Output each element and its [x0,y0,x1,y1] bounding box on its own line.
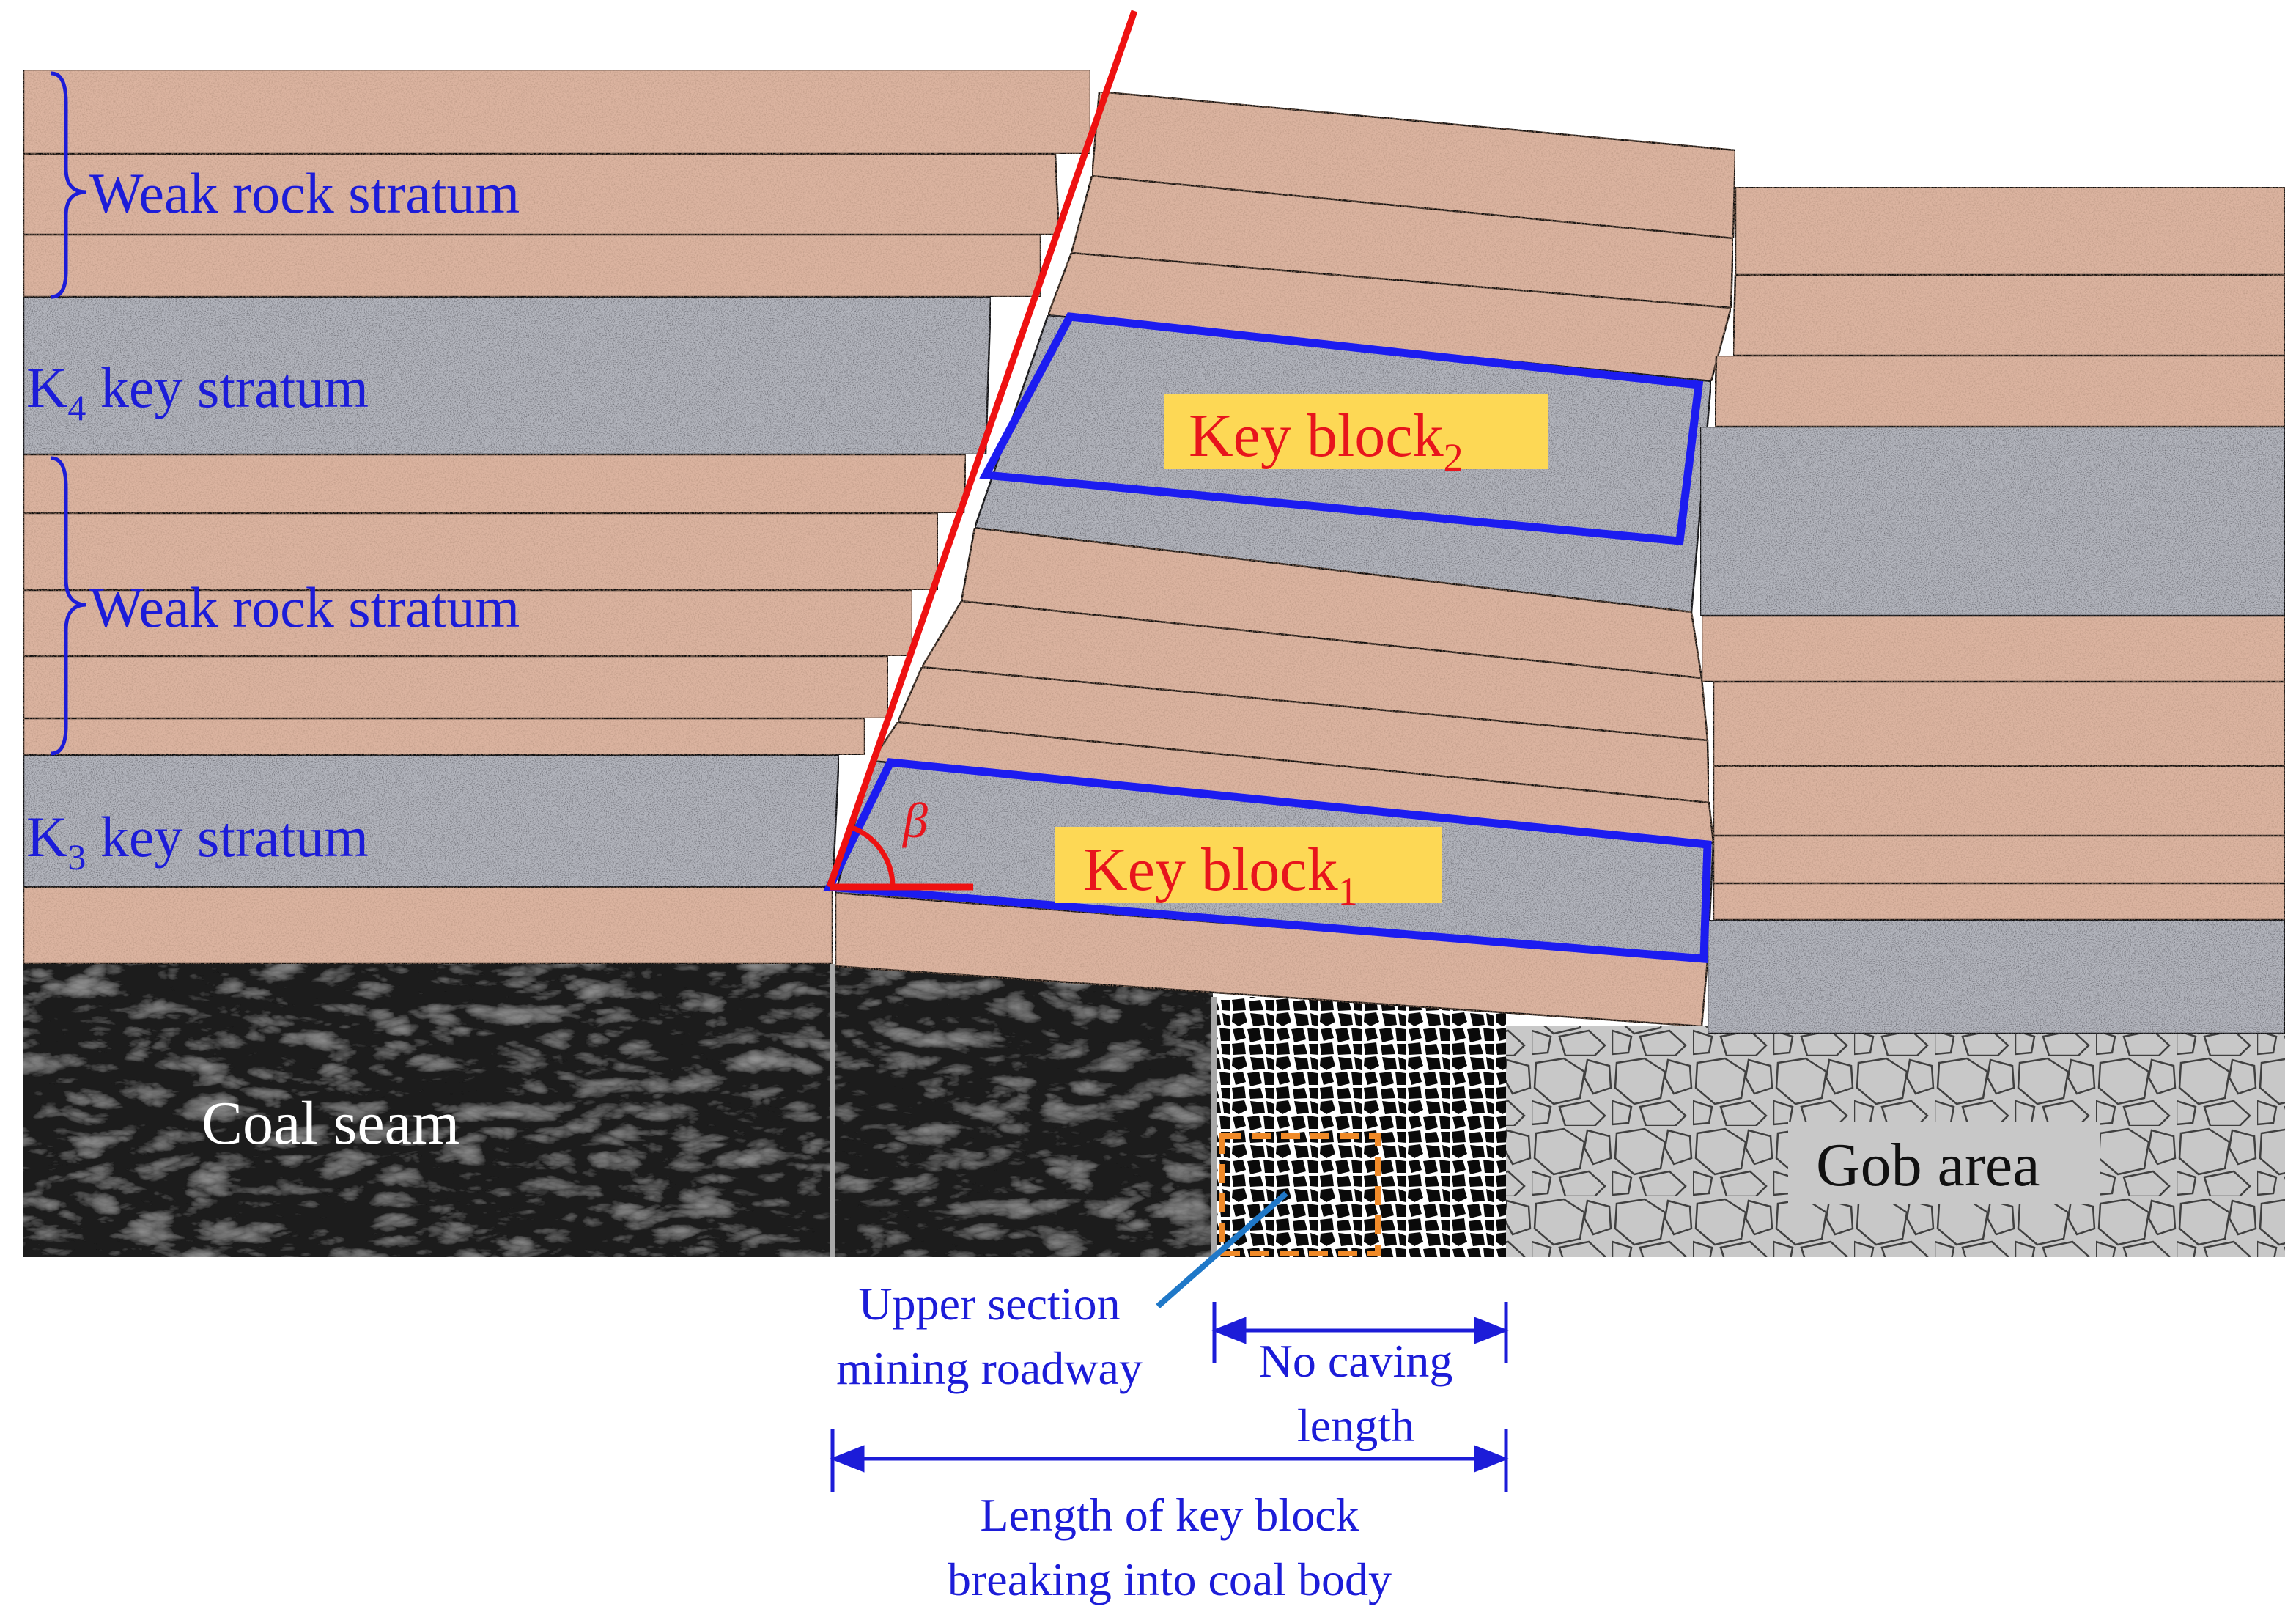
coal-seam-middle [835,964,1213,1257]
angle-arc [849,824,896,888]
roadway-label-line2: mining roadway [836,1342,1143,1394]
key-block-2-outline [979,312,1704,545]
right-k3-stratum [1706,918,2286,1035]
left-weak-layer-8 [22,717,866,756]
right-strata [1699,185,2286,1035]
fracture-line [826,10,1138,888]
roadway-pointer [1156,1190,1288,1309]
right-weak-layer-6 [1712,765,2286,837]
left-weak-layer-9 [22,886,834,965]
left-weak-layer-4 [22,453,967,515]
angle-beta-label: β [901,792,928,848]
left-weak-layer-5 [22,512,940,592]
coal-seam-label: Coal seam [202,1089,459,1157]
right-weak-layer-4 [1700,614,2286,683]
left-weak-layer-3 [22,233,1042,298]
no-caving-label-line1: No caving [1259,1335,1453,1387]
left-weak-layer-1 [22,68,1092,155]
no-caving-label-line2: length [1297,1399,1414,1451]
coal-seam-layer [23,964,2285,1257]
roadway-label-line1: Upper section [858,1278,1120,1330]
right-weak-layer-1 [1734,185,2286,276]
right-k4-stratum [1699,425,2286,617]
right-weak-layer-7 [1712,834,2286,885]
weak-rock-label-lower: Weak rock stratum [89,575,520,639]
key-length-label-line2: breaking into coal body [948,1553,1392,1605]
key-block-1-label: Key block1 [1083,836,1358,913]
weak-rock-label-upper: Weak rock stratum [89,161,520,225]
left-weak-layer-7 [22,655,890,720]
no-caving-dimension [1211,1302,1509,1363]
coal-seam-left [23,964,830,1257]
left-k4-stratum [22,295,992,456]
k3-key-stratum-label: K3 key stratum [26,805,369,877]
right-weak-layer-5 [1712,680,2286,767]
key-length-label-line1: Length of key block [980,1489,1359,1541]
gob-area-label: Gob area [1816,1131,2040,1199]
key-block-1-highlight [1055,827,1442,903]
roadway-box [1219,1133,1381,1256]
right-weak-layer-2 [1732,273,2286,357]
key-block-2-label: Key block2 [1189,402,1463,479]
k4-key-stratum-label: K4 key stratum [26,356,369,428]
brace-upper-weak [51,71,87,299]
left-strata [22,68,1092,965]
right-weak-layer-8 [1712,882,2286,921]
key-length-dimension [830,1429,1509,1492]
key-block-1-outline [823,758,1712,963]
key-block-2-highlight [1164,394,1548,469]
gob-area-label-bg [1788,1122,2100,1204]
brace-lower-weak [51,456,87,756]
right-weak-layer-3 [1713,354,2286,428]
